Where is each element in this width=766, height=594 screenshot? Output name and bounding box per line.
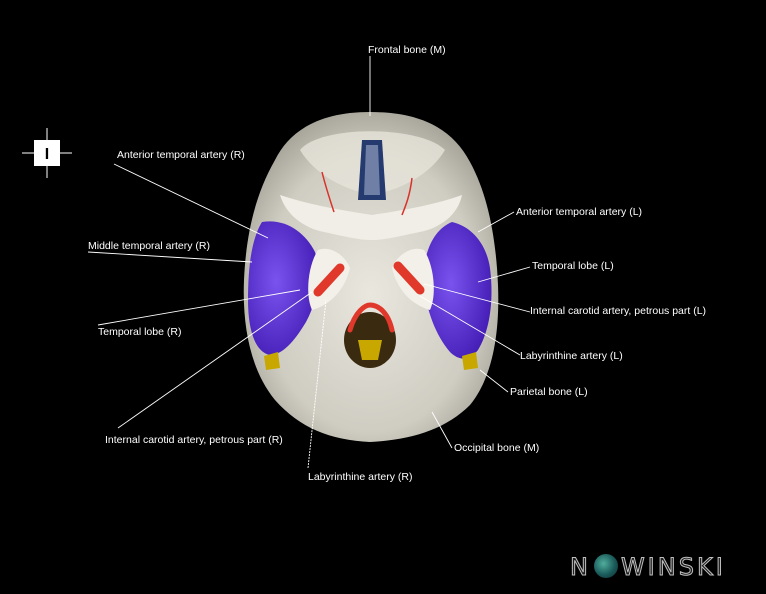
- label-parietal-bone-l: Parietal bone (L): [510, 386, 588, 398]
- skull-base: [243, 112, 499, 442]
- sphenoid-ridge: [280, 195, 462, 240]
- label-temporal-lobe-l: Temporal lobe (L): [532, 260, 614, 272]
- leader-lines: [87, 56, 531, 469]
- label-frontal-bone-m: Frontal bone (M): [368, 44, 446, 56]
- logo-text-pre: N: [570, 553, 591, 582]
- cerebellum-fragment-left: [462, 352, 478, 370]
- globe-icon: [593, 554, 618, 578]
- logo-text-post: WINSKI: [620, 553, 726, 582]
- temporal-lobe-right: [248, 221, 319, 355]
- label-internal-carotid-artery-petrous-l: Internal carotid artery, petrous part (L…: [530, 305, 707, 317]
- label-internal-carotid-artery-petrous-r: Internal carotid artery, petrous part (R…: [105, 434, 283, 446]
- label-middle-temporal-artery-r: Middle temporal artery (R): [88, 240, 210, 252]
- cribriform-plate: [364, 145, 380, 195]
- vertebral-arteries: [347, 302, 395, 333]
- orientation-marker: I: [22, 128, 72, 178]
- label-anterior-temporal-artery-r: Anterior temporal artery (R): [117, 149, 245, 161]
- internal-carotid-artery-right: [313, 263, 345, 297]
- anterior-temporal-artery-right: [321, 171, 335, 213]
- label-occipital-bone-m: Occipital bone (M): [454, 442, 540, 454]
- internal-carotid-artery-left: [393, 261, 425, 295]
- brainstem-vessels: [358, 340, 382, 360]
- label-labyrinthine-artery-l: Labyrinthine artery (L): [520, 350, 623, 362]
- nowinski-logo: N WINSKI: [570, 553, 726, 583]
- label-labyrinthine-artery-r: Labyrinthine artery (R): [308, 471, 413, 483]
- temporal-lobe-left: [423, 222, 492, 359]
- anterior-temporal-artery-left: [401, 177, 413, 216]
- label-temporal-lobe-r: Temporal lobe (R): [98, 326, 182, 338]
- orientation-letter: I: [45, 146, 49, 163]
- label-anterior-temporal-artery-l: Anterior temporal artery (L): [516, 206, 643, 218]
- cerebellum-fragment-right: [264, 352, 280, 370]
